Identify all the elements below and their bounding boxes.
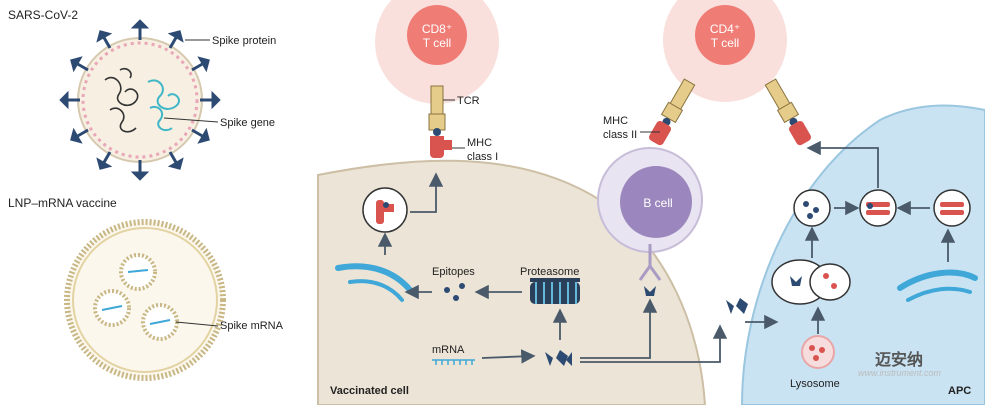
tcr-label: TCR — [457, 95, 480, 107]
mhc2-label-line1: MHC — [603, 115, 629, 127]
lnp-mrna-vaccine — [64, 219, 226, 381]
vaccinated-cell-label: Vaccinated cell — [330, 385, 409, 397]
cd8-t-cell — [375, 0, 499, 158]
vaccine-title: LNP–mRNA vaccine — [8, 196, 117, 210]
cd8-label-line1: CD8⁺ — [421, 22, 453, 36]
tcr-right — [764, 78, 811, 146]
mhc-i-loading-bubble — [362, 187, 408, 233]
cd8-label-line2: T cell — [422, 36, 452, 50]
genome-rna — [104, 67, 180, 133]
sars-cov-2-virion — [59, 19, 221, 181]
endosome-bubble — [793, 189, 831, 227]
proteasome-icon — [530, 278, 580, 304]
mhc1-label-line1: MHC — [467, 137, 493, 149]
tcr-left — [649, 78, 696, 146]
apc-er — [897, 269, 978, 291]
mhc2-label-line2: class II — [603, 129, 638, 141]
lysosome-label: Lysosome — [790, 378, 840, 390]
mhc-class-i — [430, 136, 444, 158]
virus-title: SARS-CoV-2 — [8, 8, 79, 22]
cd4-t-cell — [640, 0, 811, 146]
spike-gene-strand — [147, 79, 180, 132]
spike-protein-icon — [545, 350, 572, 366]
tcr-receptor — [430, 85, 444, 117]
endolysosome — [771, 259, 851, 305]
cd4-label-line2: T cell — [710, 36, 740, 50]
spike-gene-label: Spike gene — [220, 117, 276, 129]
b-cell-label: B cell — [643, 196, 673, 210]
mhc-ii-bubble-2 — [933, 189, 971, 227]
mrna-label: mRNA — [432, 344, 465, 356]
spike-proteins — [59, 19, 221, 181]
flow-arrows — [377, 172, 728, 364]
proteasome-label: Proteasome — [520, 266, 580, 278]
apc-label: APC — [948, 385, 972, 397]
spike-mrna-label: Spike mRNA — [220, 320, 283, 332]
mhc-ii-bubble-1 — [859, 189, 897, 227]
bcr-antibody — [638, 244, 662, 281]
cd4-label-line1: CD4⁺ — [709, 22, 741, 36]
apc-cell — [726, 104, 985, 405]
lysosome-icon — [801, 335, 835, 369]
epitopes-label: Epitopes — [432, 266, 475, 278]
mhc1-label-line2: class I — [467, 151, 499, 163]
watermark-brand: 迈安纳 — [875, 352, 924, 369]
watermark-site: www.instrument.com — [858, 368, 942, 378]
mrna-strand-icon — [432, 359, 475, 365]
epitope-dots — [444, 283, 465, 301]
spike-protein-label: Spike protein — [212, 35, 277, 47]
b-cell — [597, 147, 703, 296]
